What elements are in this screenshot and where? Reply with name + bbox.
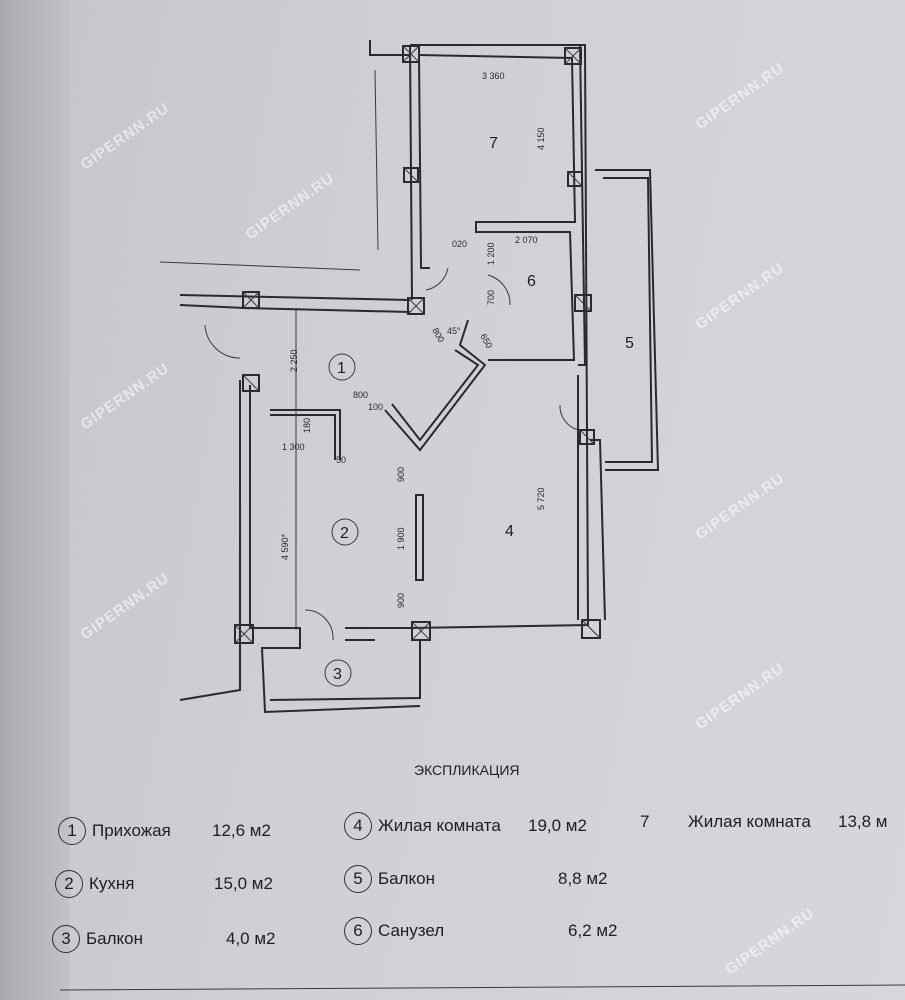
- legend-num: 2: [55, 870, 83, 898]
- legend-item: 7 Жилая комната 13,8 м: [640, 812, 888, 832]
- legend-item: 2 Кухня 15,0 м2: [55, 870, 273, 898]
- columns: [234, 45, 601, 644]
- legend-area: 8,8 м2: [558, 869, 608, 888]
- legend-name: Жилая комната: [688, 812, 811, 831]
- legend-name: Прихожая: [92, 821, 171, 840]
- dim: 50: [336, 455, 346, 465]
- dim: 4 150: [536, 127, 546, 150]
- legend-item: 3 Балкон 4,0 м2: [52, 925, 276, 953]
- watermark: GIPERNN.RU: [693, 260, 788, 334]
- watermark: GIPERNN.RU: [78, 360, 173, 434]
- legend-num: 1: [58, 817, 86, 845]
- legend-area: 13,8 м: [838, 812, 888, 831]
- dim: 800: [430, 326, 446, 344]
- room-5-label: 5: [625, 335, 634, 352]
- legend-area: 19,0 м2: [528, 816, 587, 835]
- room-4-label: 4: [505, 523, 514, 540]
- legend-name: Балкон: [86, 929, 144, 948]
- legend-name: Кухня: [89, 874, 135, 893]
- legend-area: 6,2 м2: [568, 921, 618, 940]
- watermark: GIPERNN.RU: [693, 470, 788, 544]
- explication-title: ЭКСПЛИКАЦИЯ: [414, 762, 520, 778]
- legend-area: 15,0 м2: [214, 874, 273, 893]
- room-6-label: 6: [527, 273, 536, 290]
- room-labels: 1 2 3 4 5 6 7: [324, 135, 634, 687]
- room-1-label: 1: [337, 360, 346, 377]
- watermark: GIPERNN.RU: [693, 660, 788, 734]
- legend-item: 6 Санузел 6,2 м2: [344, 917, 618, 945]
- dim: 5 720: [536, 487, 546, 510]
- watermark: GIPERNN.RU: [243, 170, 338, 244]
- walls: [159, 40, 660, 714]
- legend-name: Санузел: [378, 921, 445, 940]
- legend-num: 3: [52, 925, 80, 953]
- legend-area: 4,0 м2: [226, 929, 276, 948]
- room-7-label: 7: [489, 135, 498, 152]
- dim: 800: [353, 390, 368, 400]
- legend-area: 12,6 м2: [212, 821, 271, 840]
- dim: 1 300: [282, 442, 305, 452]
- legend-name: Жилая комната: [378, 816, 501, 835]
- dim: 2 070: [515, 235, 538, 245]
- dim: 4 590*: [280, 533, 290, 560]
- room-2-label: 2: [340, 525, 349, 542]
- legend-name: Балкон: [378, 869, 436, 888]
- legend-num: 7: [640, 812, 650, 831]
- dim: 45°: [447, 326, 461, 336]
- dim: 3 360: [482, 71, 505, 81]
- dim: 700: [486, 290, 496, 305]
- watermark: GIPERNN.RU: [78, 570, 173, 644]
- dim: 1 200: [486, 242, 496, 265]
- dimension-labels: 3 360 4 150 2 070 1 200 700 020 45° 800 …: [280, 71, 546, 608]
- watermark: GIPERNN.RU: [693, 60, 788, 134]
- legend-num: 4: [344, 812, 372, 840]
- doors: [204, 267, 579, 641]
- legend-item: 5 Балкон 8,8 м2: [344, 865, 608, 893]
- legend-item: 4 Жилая комната 19,0 м2: [344, 812, 587, 840]
- watermark: GIPERNN.RU: [723, 905, 818, 979]
- dim: 1 900: [396, 527, 406, 550]
- dim: 650: [478, 332, 494, 350]
- dim: 180: [302, 418, 312, 433]
- dim: 020: [452, 239, 467, 249]
- legend-num: 6: [344, 917, 372, 945]
- watermark: GIPERNN.RU: [78, 100, 173, 174]
- frame-line: [59, 984, 905, 991]
- legend-num: 5: [344, 865, 372, 893]
- dim: 2 250: [289, 349, 299, 372]
- dim: 900: [396, 467, 406, 482]
- legend-item: 1 Прихожая 12,6 м2: [58, 817, 271, 845]
- dim: 900: [396, 593, 406, 608]
- room-3-label: 3: [333, 666, 342, 683]
- dim: 100: [368, 402, 383, 412]
